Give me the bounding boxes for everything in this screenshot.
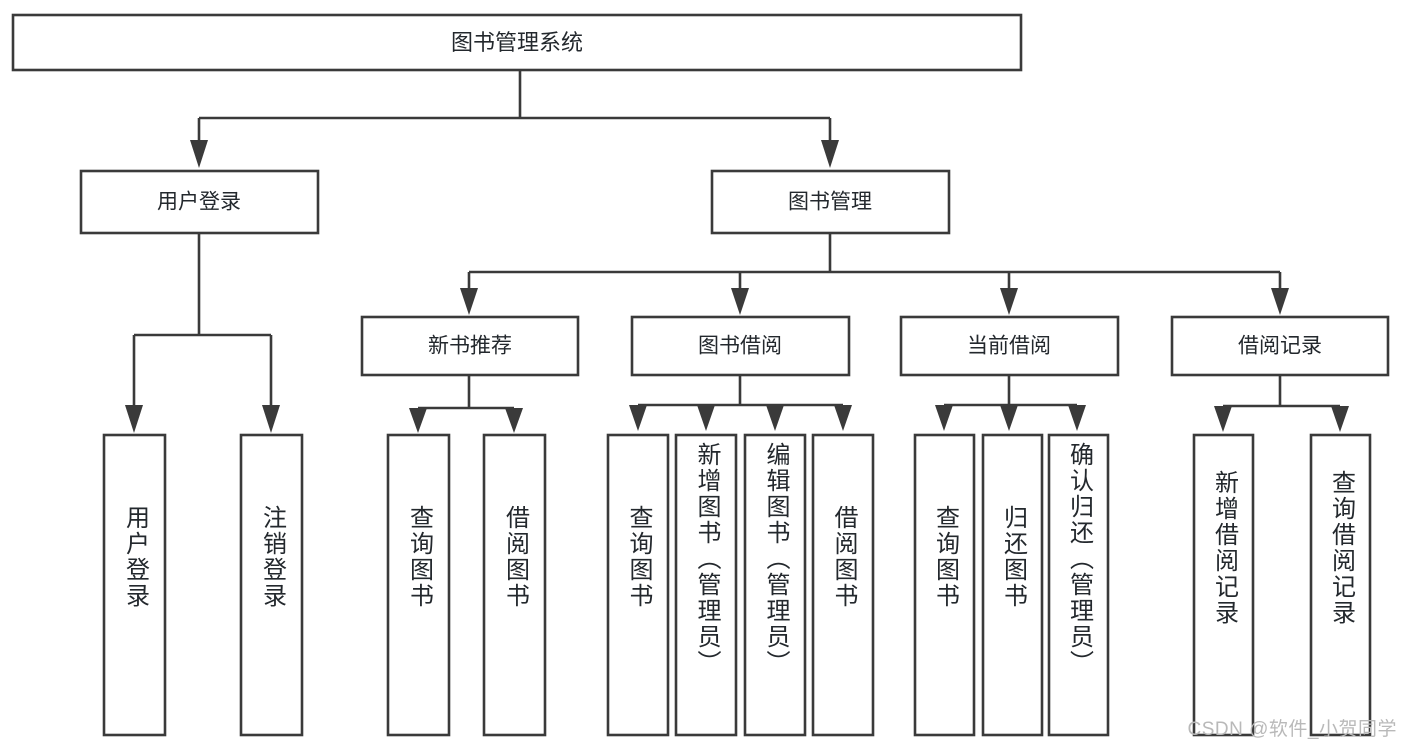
node-book-manage[interactable]: 图书管理 [710, 169, 951, 235]
node-user-login-box[interactable] [79, 169, 320, 235]
arrow-book-borrow-leaf-4 [834, 405, 852, 431]
arrow-borrow-record-leaf-2 [1331, 406, 1349, 432]
connector-group-book-manage [460, 233, 1289, 315]
arrow-current-borrow-leaf-3 [1068, 405, 1086, 431]
leaf-box-new-book-1[interactable] [386, 433, 451, 737]
connector-group-root [190, 70, 839, 168]
arrow-current-borrow-leaf-2 [1000, 405, 1018, 431]
node-book-borrow-box[interactable] [630, 315, 851, 377]
leaf-box-borrow-record-2[interactable] [1309, 433, 1372, 737]
node-book-manage-label: 图书管理 [788, 191, 872, 214]
connector-group-user-login [125, 233, 280, 433]
arrow-book-manage-to-new-book [460, 288, 478, 315]
leaf-box-new-book-2[interactable] [482, 433, 547, 737]
connector-group-book-borrow [629, 375, 852, 431]
node-user-login[interactable]: 用户登录 [79, 169, 320, 235]
arrow-user-login-leaf-1 [125, 405, 143, 433]
arrow-new-book-leaf-2 [505, 408, 523, 433]
arrow-borrow-record-leaf-1 [1214, 406, 1232, 432]
arrow-book-borrow-leaf-2 [697, 405, 715, 431]
leaf-box-current-borrow-2[interactable] [981, 433, 1044, 737]
leaf-box-current-borrow-3[interactable] [1047, 433, 1110, 737]
node-new-book-recommend[interactable]: 新书推荐 [360, 315, 580, 377]
leaf-box-user-login-2[interactable] [239, 433, 304, 737]
node-current-borrow-label: 当前借阅 [967, 335, 1051, 358]
node-book-borrow-label: 图书借阅 [698, 335, 782, 358]
node-book-manage-box[interactable] [710, 169, 951, 235]
node-root-system-label: 图书管理系统 [451, 30, 583, 55]
arrow-book-manage-to-book-borrow [731, 288, 749, 315]
watermark-label: CSDN @软件_小贺同学 [1187, 719, 1397, 740]
node-borrow-record-label: 借阅记录 [1238, 335, 1322, 358]
node-root-system-box[interactable] [11, 13, 1023, 72]
leaf-box-book-borrow-1[interactable] [606, 433, 670, 737]
node-borrow-record[interactable]: 借阅记录 [1170, 315, 1390, 377]
node-borrow-record-box[interactable] [1170, 315, 1390, 377]
arrow-new-book-leaf-1 [409, 408, 427, 433]
node-current-borrow-box[interactable] [899, 315, 1120, 377]
arrow-book-manage-to-current-borrow [1000, 288, 1018, 315]
leaf-box-borrow-record-1[interactable] [1192, 433, 1255, 737]
node-user-login-label: 用户登录 [157, 191, 241, 214]
connector-group-new-book [409, 375, 523, 433]
node-new-book-recommend-label: 新书推荐 [428, 335, 512, 358]
arrow-root-to-user-login [190, 140, 208, 168]
leaf-box-current-borrow-1[interactable] [913, 433, 976, 737]
node-current-borrow[interactable]: 当前借阅 [899, 315, 1120, 377]
leaf-box-book-borrow-4[interactable] [811, 433, 875, 737]
leaf-box-book-borrow-3[interactable] [743, 433, 807, 737]
connector-group-current-borrow [935, 375, 1086, 431]
node-book-borrow[interactable]: 图书借阅 [630, 315, 851, 377]
arrow-root-to-book-manage [821, 140, 839, 168]
arrow-current-borrow-leaf-1 [935, 405, 953, 431]
node-new-book-recommend-box[interactable] [360, 315, 580, 377]
leaf-box-book-borrow-2[interactable] [674, 433, 738, 737]
arrow-book-borrow-leaf-3 [766, 405, 784, 431]
node-root-system[interactable]: 图书管理系统 [11, 13, 1023, 72]
arrow-user-login-leaf-2 [262, 405, 280, 433]
leaf-box-user-login-1[interactable] [102, 433, 167, 737]
connector-group-borrow-record [1214, 375, 1349, 432]
arrow-book-manage-to-borrow-record [1271, 288, 1289, 315]
arrow-book-borrow-leaf-1 [629, 405, 647, 431]
